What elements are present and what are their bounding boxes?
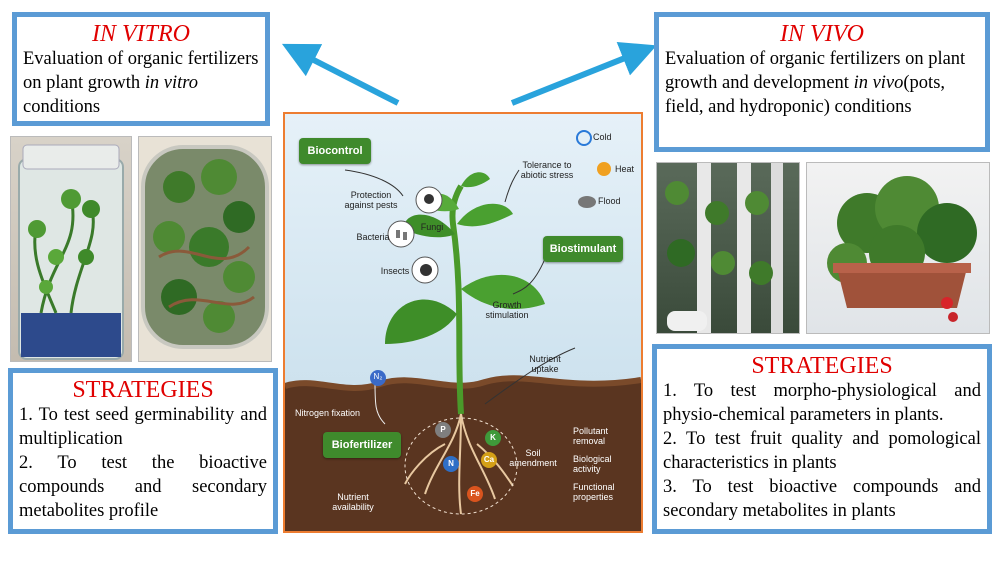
soil-amendment-label: Soil amendment bbox=[509, 448, 557, 468]
bullet-pollutant: Pollutant removal bbox=[573, 426, 609, 446]
nutrient-n: N bbox=[443, 456, 459, 472]
strategies-right-title: STRATEGIES bbox=[751, 353, 893, 379]
in-vivo-box: IN VIVO Evaluation of organic fertilizer… bbox=[654, 12, 990, 152]
in-vivo-pot-photo bbox=[806, 162, 990, 334]
nutrient-p: P bbox=[435, 422, 451, 438]
nutrient-availability-label: Nutrient availability bbox=[332, 492, 374, 512]
biostimulant-label: Biostimulant bbox=[543, 236, 623, 262]
strategy-left-item-2: 2. To test the bioactive compounds and s… bbox=[19, 453, 267, 521]
strategy-right-item-2: 2. To test fruit quality and pomological… bbox=[663, 429, 981, 473]
in-vivo-title: IN VIVO bbox=[780, 21, 864, 47]
strategy-right-item-1: 1. To test morpho-physiological and phys… bbox=[663, 381, 981, 425]
in-vitro-title: IN VITRO bbox=[92, 21, 190, 47]
strategies-in-vitro-box: STRATEGIES 1. To test seed germinability… bbox=[8, 368, 278, 534]
strategy-left-item-1: 1. To test seed germinability and multip… bbox=[19, 405, 267, 449]
flood-label: Flood bbox=[598, 196, 621, 206]
arrow-to-in-vitro bbox=[281, 43, 400, 106]
strategies-in-vivo-box: STRATEGIES 1. To test morpho-physiologic… bbox=[652, 344, 992, 534]
in-vitro-box: IN VITRO Evaluation of organic fertilize… bbox=[12, 12, 270, 126]
growth-label: Growth stimulation bbox=[485, 300, 529, 320]
nutrient-fe: Fe bbox=[467, 486, 483, 502]
in-vitro-jar-photo bbox=[10, 136, 132, 362]
strategies-left-title: STRATEGIES bbox=[72, 377, 214, 403]
bullet-functional: Functional properties bbox=[573, 482, 615, 502]
nutrient-k: K bbox=[485, 430, 501, 446]
in-vivo-hydroponic-photo bbox=[656, 162, 800, 334]
n2-label: N₂ bbox=[373, 372, 383, 381]
strategy-right-item-3: 3. To test bioactive compounds and secon… bbox=[663, 477, 981, 521]
in-vivo-description: Evaluation of organic fertilizers on pla… bbox=[665, 49, 966, 117]
tolerance-label: Tolerance to abiotic stress bbox=[520, 160, 574, 180]
bullet-biological: Biological activity bbox=[573, 454, 612, 474]
insects-label: Insects bbox=[380, 266, 410, 276]
biofertilizer-label: Biofertilizer bbox=[323, 432, 401, 458]
in-vitro-description: Evaluation of organic fertilizers on pla… bbox=[23, 49, 259, 117]
biocontrol-label: Biocontrol bbox=[299, 138, 371, 164]
nutrient-uptake-label: Nutrient uptake bbox=[529, 354, 561, 374]
cold-label: Cold bbox=[593, 132, 612, 142]
diagram-graphics bbox=[285, 130, 641, 531]
in-vitro-dish-photo bbox=[138, 136, 272, 362]
heat-label: Heat bbox=[615, 164, 635, 174]
arrow-to-in-vivo bbox=[510, 41, 657, 106]
nutrient-ca: Ca bbox=[481, 452, 497, 468]
protection-label: Protection against pests bbox=[344, 190, 398, 210]
nitrogen-fixation-label: Nitrogen fixation bbox=[295, 408, 361, 418]
fungi-label: Fungi bbox=[420, 222, 444, 232]
bacteria-label: Bacteria bbox=[356, 232, 390, 242]
organic-fertilizer-diagram: Biocontrol Biostimulant Biofertilizer Pr… bbox=[283, 112, 643, 533]
